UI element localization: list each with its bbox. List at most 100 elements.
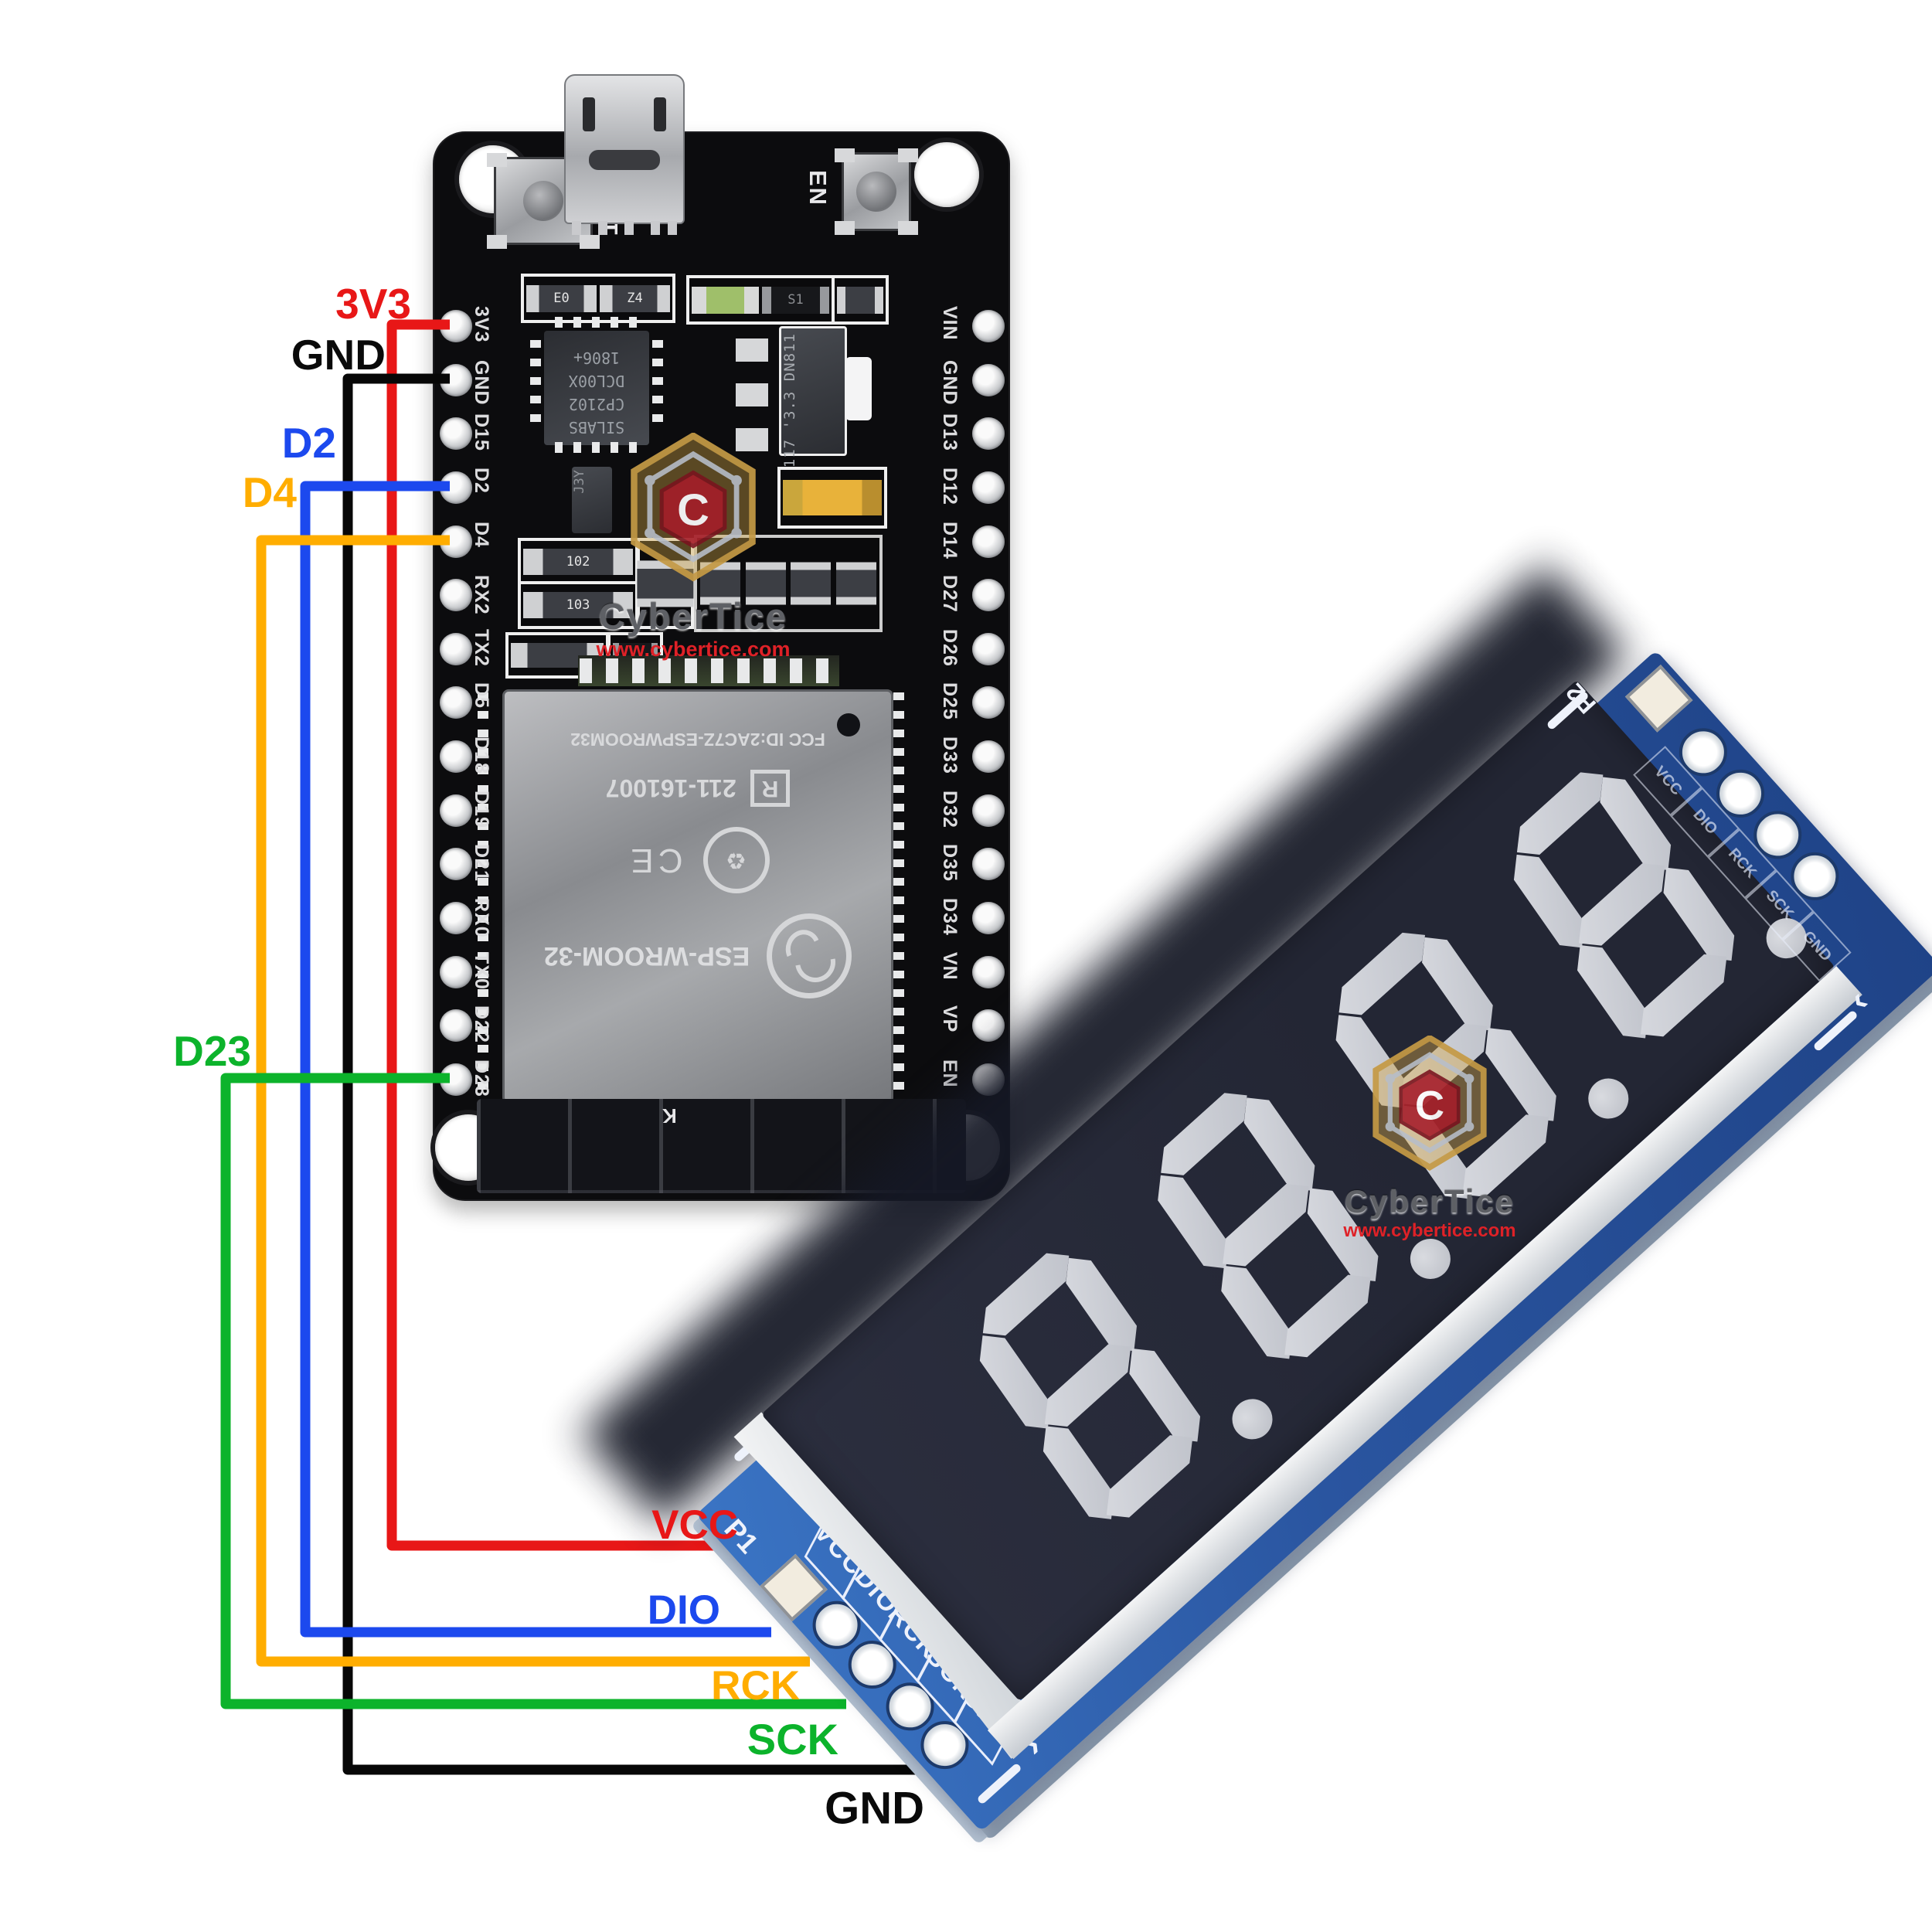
smd-resistor: 103 [518, 581, 638, 629]
ams1117-regulator: AMS1117 '3.3 DN811 [779, 326, 847, 506]
svg-text:C: C [677, 486, 709, 536]
pin-label: VIN [939, 306, 961, 341]
pin-pad-D32[interactable] [972, 794, 1005, 827]
wire-label-d2: D2 [281, 418, 336, 467]
pin-label: GND [471, 359, 492, 406]
digit-1 [956, 1229, 1218, 1543]
wire-label-rck: RCK [711, 1663, 800, 1709]
pin-pad-GND[interactable] [972, 363, 1005, 396]
watermark-brand: CyberTice [598, 596, 788, 637]
smd-resistor: 102 [518, 538, 638, 586]
chip-pins [652, 340, 663, 430]
pin-pad-D34[interactable] [972, 902, 1005, 935]
pin-label: D35 [939, 844, 961, 883]
pin-label: VN [939, 951, 961, 981]
pin-label: D14 [939, 521, 961, 560]
pin-label: D19 [471, 790, 492, 828]
smd-resistor [832, 275, 889, 325]
pin-label: RX2 [471, 575, 492, 615]
pin-pad-D14[interactable] [972, 525, 1005, 558]
pin-pad-D27[interactable] [972, 579, 1005, 612]
pin-pad-D33[interactable] [972, 740, 1005, 774]
pin-label: TX2 [471, 628, 492, 667]
pin-label: GND [939, 359, 961, 406]
micro-usb-connector[interactable] [564, 74, 685, 235]
pin-pad-D26[interactable] [972, 632, 1005, 665]
pin-pad-TX0[interactable] [440, 955, 472, 988]
wire-label-3v3: 3V3 [335, 279, 411, 328]
pin-label: D2 [471, 467, 492, 494]
watermark-url: www.cybertice.com [596, 638, 791, 661]
pin-label: D27 [939, 575, 961, 614]
wire-label-vcc: VCC [651, 1502, 738, 1549]
wire-sck [220, 1073, 846, 1709]
chip-pins [530, 340, 541, 430]
pin-label: D26 [939, 628, 961, 667]
en-button-label: EN [804, 170, 832, 207]
pin-label: D5 [471, 682, 492, 709]
wire-label-gnd: GND [825, 1783, 924, 1834]
smd-resistor-bank [694, 535, 883, 632]
decimal-point-3 [1580, 1070, 1637, 1128]
wire-label-dio: DIO [647, 1587, 720, 1634]
transistor: J3Y [572, 467, 612, 533]
regulator-tab [845, 357, 872, 420]
wire-vcc [386, 319, 748, 1551]
pin-label: D34 [939, 898, 961, 936]
pin-pad-VN[interactable] [972, 955, 1005, 988]
pin-pad-RX2[interactable] [440, 579, 472, 612]
pin-label: D33 [939, 736, 961, 774]
wire-label-sck: SCK [747, 1715, 838, 1764]
pin-label: TX0 [471, 951, 492, 990]
pin-label: D18 [471, 736, 492, 774]
wire-label-gnd: GND [291, 330, 386, 379]
tantalum-capacitor [777, 467, 887, 529]
pin-pad-D22[interactable] [440, 1009, 472, 1043]
wroom-solder-pads [478, 692, 488, 1094]
pin-pad-D35[interactable] [972, 848, 1005, 881]
pin-pad-D13[interactable] [972, 417, 1005, 451]
pin-pad-D19[interactable] [440, 794, 472, 827]
wroom-solder-pads [578, 655, 839, 686]
pin-label: D32 [939, 790, 961, 828]
shield-dot [837, 713, 860, 736]
wire-dio [300, 481, 771, 1638]
pin-label: 3V3 [471, 306, 492, 343]
svg-text:C: C [1415, 1083, 1444, 1129]
watermark-esp32: C CyberTice www.cybertice.com [570, 431, 817, 662]
pin-pad-D5[interactable] [440, 686, 472, 719]
pin-label: D22 [471, 1005, 492, 1044]
watermark-brand: CyberTice [1344, 1183, 1515, 1219]
pin-label: D15 [471, 413, 492, 452]
pin-pad-D15[interactable] [440, 417, 472, 451]
pin-label: D13 [939, 413, 961, 452]
regulator-pads [736, 338, 768, 454]
decimal-point-1 [1223, 1390, 1281, 1448]
pin-label: D25 [939, 682, 961, 721]
wire-label-d4: D4 [242, 468, 297, 516]
pin-pad-D18[interactable] [440, 740, 472, 774]
pin-label: EN [939, 1059, 961, 1088]
pin-pad-VIN[interactable] [972, 310, 1005, 342]
smd-led-group: S1 [686, 275, 835, 325]
mounting-hole [914, 142, 979, 207]
pin-pad-D25[interactable] [972, 686, 1005, 719]
pin-pad-D12[interactable] [972, 471, 1005, 504]
chip-pins [555, 442, 638, 453]
pin-pad-RX0[interactable] [440, 902, 472, 935]
watermark-url: www.cybertice.com [1343, 1220, 1516, 1241]
pin-label: D23 [471, 1059, 492, 1097]
pin-label: RX0 [471, 898, 492, 938]
pin-label: D4 [471, 521, 492, 548]
pin-pad-D21[interactable] [440, 848, 472, 881]
pin-label: D12 [939, 467, 961, 505]
en-button[interactable] [835, 148, 918, 235]
pin-pad-TX2[interactable] [440, 632, 472, 665]
wroom-solder-pads [893, 692, 904, 1094]
pin-pad-VP[interactable] [972, 1009, 1005, 1043]
wire-rck [256, 535, 810, 1667]
